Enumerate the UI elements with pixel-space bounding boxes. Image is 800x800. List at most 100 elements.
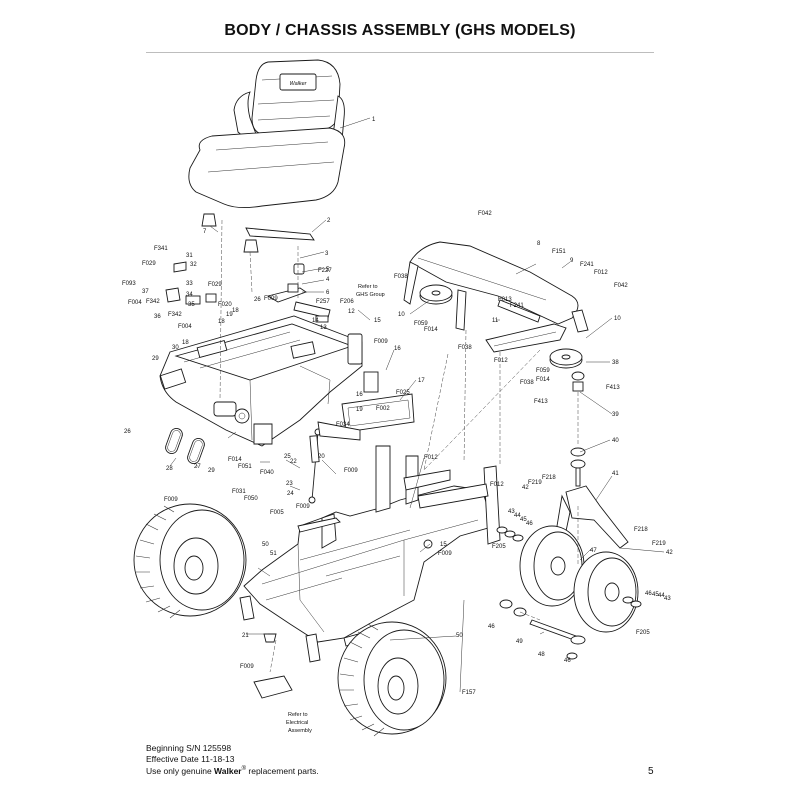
callout-46a: 46 <box>526 521 533 527</box>
callout-26b: 26 <box>124 429 131 435</box>
callout-41: 41 <box>612 471 619 477</box>
svg-text:Assembly: Assembly <box>288 728 312 734</box>
callout-31: 31 <box>186 253 193 259</box>
rear-tire-right[interactable] <box>337 621 447 737</box>
callout-30: 30 <box>172 345 179 351</box>
callout-5: 5 <box>326 267 330 273</box>
callout-19a: 19 <box>226 312 233 318</box>
caster-axle-part[interactable] <box>529 619 586 660</box>
callout-49: 49 <box>516 639 523 645</box>
callout-F227: F227 <box>318 268 332 274</box>
callout-F205a: F205 <box>492 544 506 550</box>
callout-18b: 18 <box>218 319 225 325</box>
callout-8: 8 <box>537 241 541 247</box>
tool-tray-part[interactable] <box>341 393 415 433</box>
seat-bumper-part[interactable] <box>201 213 259 253</box>
callout-51: 51 <box>270 551 277 557</box>
callout-F029a: F029 <box>142 261 156 267</box>
callout-42a: 42 <box>522 485 529 491</box>
callout-15b: 15 <box>440 542 447 548</box>
svg-text:Refer to: Refer to <box>288 712 308 718</box>
brand-name: Walker <box>214 765 242 776</box>
callout-46d: 46 <box>564 658 571 664</box>
callout-F050: F050 <box>244 496 258 502</box>
callout-44b: 44 <box>658 593 665 599</box>
callout-20: 20 <box>318 454 325 460</box>
callout-F241a: F241 <box>580 262 594 268</box>
frame-bumper-part[interactable] <box>263 633 277 643</box>
callout-42b: 42 <box>666 550 673 556</box>
callout-22: 22 <box>290 459 297 465</box>
rear-tire-left[interactable] <box>133 503 247 619</box>
callout-F151: F151 <box>552 249 566 255</box>
callout-10a: 10 <box>398 312 405 318</box>
belt-guard-part[interactable] <box>253 675 293 699</box>
callout-F020: F020 <box>218 302 232 308</box>
callout-F257: F257 <box>316 299 330 305</box>
front-caster-wheel-right[interactable] <box>573 551 639 633</box>
seat-mount-plate[interactable] <box>245 227 315 241</box>
callout-F413b: F413 <box>534 399 548 405</box>
callout-F341: F341 <box>154 246 168 252</box>
chassis-frame-part[interactable] <box>239 445 501 663</box>
callout-F014b: F014 <box>536 377 550 383</box>
page-title: BODY / CHASSIS ASSEMBLY (GHS MODELS) <box>224 22 576 39</box>
callout-13: 13 <box>320 325 327 331</box>
callout-4: 4 <box>326 277 330 283</box>
callout-18c: 18 <box>182 340 189 346</box>
callout-F009b: F009 <box>374 339 388 345</box>
callout-F034: F034 <box>336 422 350 428</box>
seat-part[interactable]: Walker <box>188 59 346 209</box>
callout-2: 2 <box>327 218 331 224</box>
callout-10b: 10 <box>614 316 621 322</box>
callout-F218a: F218 <box>542 475 556 481</box>
callout-46b: 46 <box>645 591 652 597</box>
seat-logo: Walker <box>289 81 307 87</box>
callout-45b: 45 <box>652 592 659 598</box>
callout-F009f: F009 <box>438 551 452 557</box>
callout-F009a: F009 <box>264 296 278 302</box>
callout-F031: F031 <box>232 489 246 495</box>
callout-7: 7 <box>203 229 207 235</box>
callout-46c: 46 <box>488 624 495 630</box>
electrical-assembly-reference-note: Refer to Electrical Assembly <box>286 712 312 734</box>
page-number: 5 <box>648 766 654 777</box>
callout-29a: 29 <box>152 356 159 362</box>
assembly-guide-lines <box>219 219 579 673</box>
callout-labels: 1 2 3 4 5 6 7 8 9 10 10 11 12 13 14 15 1… <box>122 117 673 696</box>
callout-F241b: F241 <box>510 303 524 309</box>
callout-F038a: F038 <box>394 274 408 280</box>
seat-support-frame[interactable] <box>403 241 589 353</box>
callout-F342a: F342 <box>146 299 160 305</box>
pulley-part[interactable] <box>419 284 453 305</box>
callout-F040: F040 <box>260 470 274 476</box>
front-caster-wheel-left[interactable] <box>519 525 585 607</box>
callout-F012a: F012 <box>594 270 608 276</box>
callout-F342b: F342 <box>168 312 182 318</box>
pulley-spacer-part[interactable] <box>571 371 585 392</box>
callout-F004b: F004 <box>178 324 192 330</box>
callout-26a: 26 <box>254 297 261 303</box>
callout-11: 11 <box>492 318 499 324</box>
callout-28: 28 <box>166 466 173 472</box>
callout-40: 40 <box>612 438 619 444</box>
body-shell-part[interactable] <box>159 315 379 447</box>
callout-1: 1 <box>372 117 376 123</box>
callout-F012b: F012 <box>494 358 508 364</box>
callout-29b: 29 <box>208 468 215 474</box>
callout-27: 27 <box>194 464 201 470</box>
side-panel-part[interactable] <box>317 421 361 441</box>
callout-F219a: F219 <box>528 480 542 486</box>
callout-9: 9 <box>570 258 574 264</box>
callout-47: 47 <box>590 548 597 554</box>
hood-latch-parts[interactable] <box>165 261 217 305</box>
callout-37: 37 <box>142 289 149 295</box>
pulley-part-2[interactable] <box>549 348 583 369</box>
callout-F093: F093 <box>122 281 136 287</box>
caster-spindle-parts[interactable] <box>570 447 586 487</box>
callout-F012d: F012 <box>490 482 504 488</box>
callout-14: 14 <box>312 318 319 324</box>
seat-latch-loop-part[interactable] <box>164 427 206 466</box>
gas-spring-part[interactable] <box>308 428 322 504</box>
